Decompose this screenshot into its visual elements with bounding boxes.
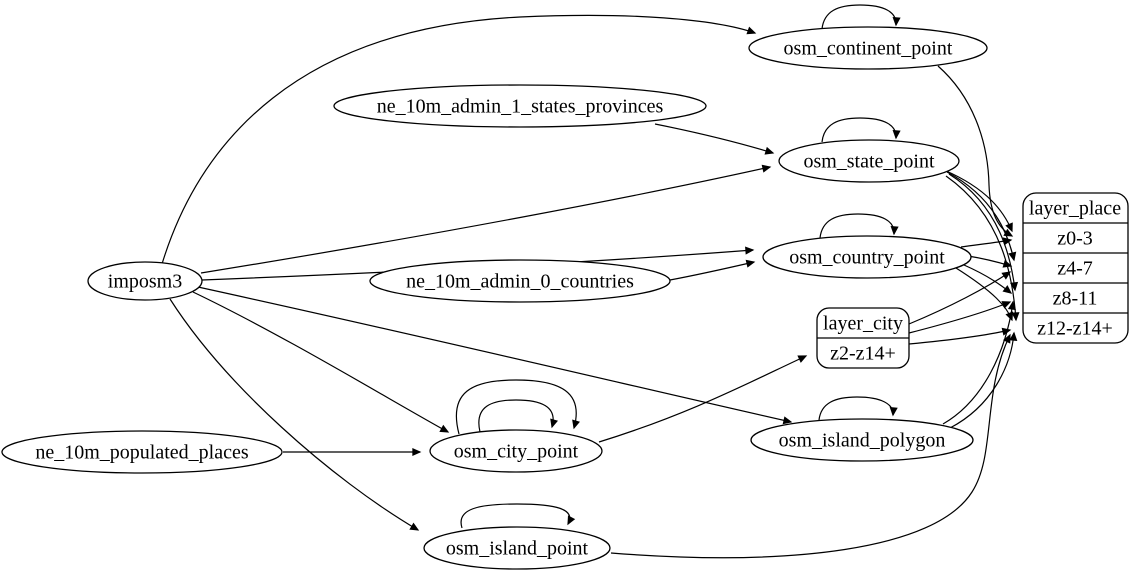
- edge-ne_10m_admin_0_countries-osm_country_point: [669, 259, 756, 281]
- osm_country_point-shape: [762, 235, 972, 279]
- selfloop-osm_island_polygon: [818, 396, 898, 421]
- layer_place-title: layer_place: [1029, 198, 1121, 220]
- node-osm_state_point: osm_state_point: [778, 139, 960, 183]
- layer_place-row-z4-7: z4-7: [1057, 258, 1093, 280]
- osm_state_point-shape: [778, 139, 960, 183]
- node-osm_city_point: osm_city_point: [429, 429, 603, 473]
- edge-imposm3-osm_city_point: [192, 291, 450, 433]
- osm_island_point-label: osm_island_point: [446, 538, 589, 560]
- edge-ne_10m_admin_1_states_provinces-osm_state_point: [654, 123, 775, 155]
- ne_10m_populated_places-label: ne_10m_populated_places: [35, 442, 248, 464]
- ne_10m_admin_0_countries-label: ne_10m_admin_0_countries: [406, 271, 634, 293]
- imposm3-label: imposm3: [108, 271, 182, 293]
- edge-osm_country_point-layer_place-z4-7: [967, 255, 1013, 268]
- edge-layer_city-layer_place-z4-7: [908, 271, 1012, 325]
- osm_city_point-label: osm_city_point: [454, 441, 579, 463]
- edge-osm_island_polygon-layer_place-z12-z14: [949, 331, 1018, 429]
- edge-osm_state_point-layer_place-z8-11: [948, 173, 1019, 292]
- edge-imposm3-osm_island_point: [169, 298, 420, 531]
- edge-imposm3-osm_continent_point: [161, 14, 757, 265]
- node-ne_10m_admin_1_states_provinces: ne_10m_admin_1_states_provinces: [333, 84, 707, 128]
- edge-imposm3-osm_state_point: [200, 164, 772, 274]
- edge-layer_city-layer_place-z8-11: [908, 301, 1012, 334]
- selfloop-osm_island_point: [460, 503, 576, 529]
- layer_place-row-z8-11: z8-11: [1053, 288, 1098, 310]
- edge-osm_country_point-layer_place-z0-3: [960, 237, 1013, 248]
- node-imposm3: imposm3: [87, 261, 203, 301]
- node-layer_city: layer_city z2-z14+: [816, 307, 910, 369]
- osm_state_point-label: osm_state_point: [803, 151, 935, 173]
- edge-imposm3-osm_island_polygon: [197, 286, 793, 425]
- osm_city_point-shape: [429, 429, 603, 473]
- node-osm_island_polygon: osm_island_polygon: [750, 418, 974, 462]
- layer_place-row-z12-z14: z12-z14+: [1037, 318, 1113, 340]
- edge-osm_island_polygon-layer_place-z8-11: [942, 300, 1016, 425]
- selfloop-osm_city_point-inner: [478, 399, 558, 433]
- node-layer_place: layer_place z0-3 z4-7 z8-11 z12-z14+: [1022, 192, 1129, 344]
- osm_island_point-shape: [423, 526, 611, 570]
- layer_place-shape: [1022, 192, 1129, 344]
- ne_10m_admin_0_countries-shape: [369, 259, 671, 303]
- selfloop-osm_state_point: [821, 117, 901, 143]
- layer_city-title: layer_city: [823, 313, 903, 335]
- node-ne_10m_admin_0_countries: ne_10m_admin_0_countries: [369, 259, 671, 303]
- layer_city-row-z2-z14: z2-z14+: [830, 343, 896, 365]
- osm_island_polygon-shape: [750, 418, 974, 462]
- ne_10m_admin_1_states_provinces-label: ne_10m_admin_1_states_provinces: [377, 96, 664, 118]
- osm_continent_point-label: osm_continent_point: [784, 38, 953, 60]
- osm_continent_point-shape: [748, 26, 988, 70]
- ne_10m_admin_1_states_provinces-shape: [333, 84, 707, 128]
- edges: [161, 4, 1020, 559]
- node-ne_10m_populated_places: ne_10m_populated_places: [1, 430, 283, 474]
- node-osm_island_point: osm_island_point: [423, 526, 611, 570]
- edge-layer_city-layer_place-z12-z14: [908, 327, 1012, 345]
- node-osm_country_point: osm_country_point: [762, 235, 972, 279]
- edge-osm_continent_point-layer_place-z0-3: [937, 65, 1014, 237]
- edge-osm_state_point-layer_place-z4-7: [946, 171, 1017, 262]
- edge-osm_state_point-layer_place-z0-3: [943, 169, 1013, 233]
- selfloop-osm_country_point: [819, 213, 899, 239]
- selfloop-osm_city_point-outer: [455, 379, 580, 435]
- osm_island_polygon-label: osm_island_polygon: [779, 430, 946, 452]
- selfloop-osm_continent_point: [821, 4, 901, 30]
- edge-osm_island_point-layer_place-z12-z14: [610, 333, 1011, 559]
- osm_country_point-label: osm_country_point: [789, 247, 945, 269]
- layer_place-row-z0-3: z0-3: [1057, 228, 1093, 250]
- imposm3-shape: [87, 261, 203, 301]
- edge-osm_country_point-layer_place-z8-11: [963, 264, 1013, 294]
- node-osm_continent_point: osm_continent_point: [748, 26, 988, 70]
- edge-osm_city_point-layer_city: [598, 355, 808, 443]
- ne_10m_populated_places-shape: [1, 430, 283, 474]
